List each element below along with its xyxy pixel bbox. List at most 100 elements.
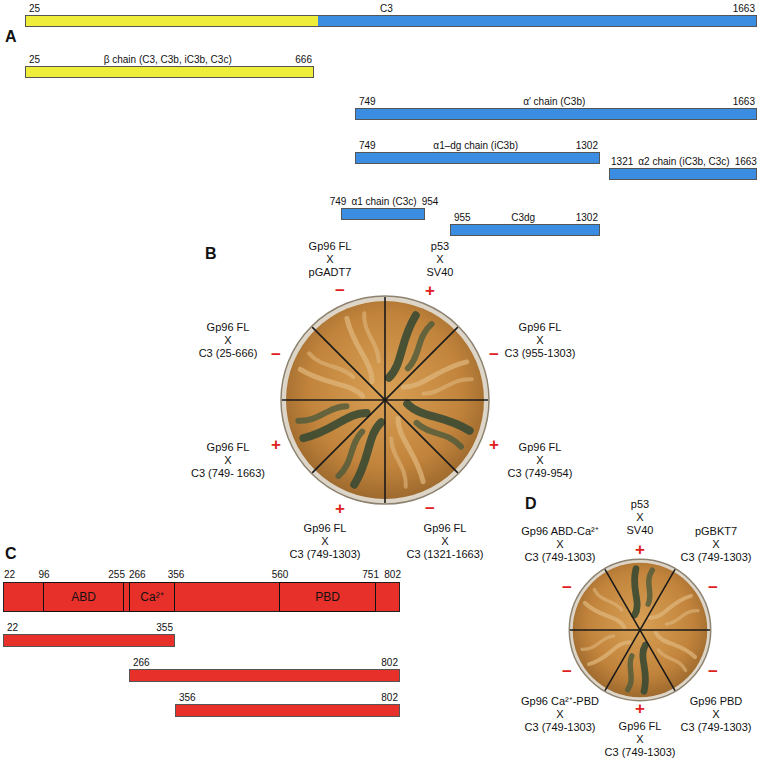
residue-number: 954 [422,195,439,208]
label-row: 356 802 [179,691,398,704]
residue-number: 802 [381,691,398,704]
no-growth-streak [584,589,633,628]
no-growth-streak [346,311,390,381]
domain-name: PBD [315,590,340,604]
strain-pair-label: Gp96 FL [424,522,467,535]
label-row: 266 802 [133,656,398,669]
no-growth-streak [647,633,696,672]
petri-dish [569,559,710,700]
strain-pair-label: Gp96 FL [309,240,352,253]
chain-bar: 1321α2 chain (iC3b, C3c)1663 [609,168,757,180]
strain-pair-label: Gp96 FL [207,441,250,454]
residue-number: 1302 [576,139,598,152]
panel-letter: A [5,28,17,46]
residue-number: 266 [133,656,150,669]
growth-sign: − [562,579,572,597]
protein-bar: 2296255266356560751802ABDCa²⁺PBD [3,582,400,612]
domain-name: Ca²⁺ [140,590,163,604]
fragment-bar: 22355 [3,634,175,647]
strain-pair-label: X [326,253,333,266]
chain-bar: 25β chain (C3, C3b, iC3b, C3c)666 [25,66,314,78]
domain-name: ABD [71,590,96,604]
residue-number: 955 [454,211,471,224]
residue-number: 356 [179,691,196,704]
chain-name: C3dg [511,211,535,224]
yeast-growth [634,569,652,615]
label-row: 22355 [7,621,173,634]
strain-pair-label: SV40 [427,266,454,279]
chain-bar: 955C3dg1302 [450,224,600,236]
growth-sign: − [489,346,499,364]
panel-letter: D [525,495,537,513]
growth-sign: − [425,500,435,518]
chain-name: β chain (C3, C3b, iC3b, C3c) [104,53,232,66]
chain-name: α′ chain (C3b) [523,95,585,108]
residue-number: 255 [108,568,125,581]
residue-number: 751 [362,568,379,581]
strain-pair-label: X [224,334,231,347]
growth-sign: + [635,541,645,559]
growth-sign: + [335,500,345,518]
chain-name: C3 [380,2,393,15]
residue-number: 749 [359,139,376,152]
growth-sign: − [335,282,345,300]
label-row: 25 β chain (C3, C3b, iC3b, C3c) 666 [29,53,312,66]
strain-pair-label: X [556,708,563,721]
strain-pair-label: pGADT7 [309,266,352,279]
residue-number: 802 [381,656,398,669]
strain-pair-label: C3 (749-1303) [681,551,752,564]
strain-pair-label: C3 (1321-1663) [406,548,483,561]
strain-pair-label: Gp96 FL [304,522,347,535]
domain-box: PBD [279,582,376,612]
strain-pair-label: X [636,511,643,524]
residue-number: 1663 [733,95,755,108]
petri-dish [281,296,489,504]
residue-number: 1663 [735,155,757,168]
strain-pair-label: p53 [431,240,449,253]
strain-pair-label: C3 (749-1303) [681,721,752,734]
chain-bar: 749α1–dg chain (iC3b)1302 [355,152,600,164]
strain-pair-label: C3 (749-1303) [605,746,676,759]
strain-pair-label: X [712,708,719,721]
residue-number: 22 [7,621,18,634]
strain-pair-label: C3 (749-1303) [525,721,596,734]
label-row: 749 α′ chain (C3b) 1663 [359,95,755,108]
chain-name: α2 chain (iC3b, C3c) [638,155,729,168]
residue-number: 1302 [576,211,598,224]
strain-pair-label: C3 (25-666) [199,347,258,360]
residue-number: 560 [272,568,289,581]
residue-number: 25 [29,53,40,66]
strain-pair-label: Gp96 Ca²⁺-PBD [521,695,599,708]
label-row: 749α1 chain (C3c)954 [330,195,439,208]
residue-number: 356 [168,568,185,581]
no-growth-streak [403,361,473,405]
residue-number: 266 [129,568,146,581]
growth-sign: + [271,436,281,454]
strain-pair-label: C3 (749-1303) [525,551,596,564]
strain-pair-label: C3 (749-954) [508,467,573,480]
label-row: 25C31663 [29,2,755,15]
residue-number: 749 [359,95,376,108]
strain-pair-label: X [536,334,543,347]
strain-pair-label: X [536,454,543,467]
strain-pair-label: X [441,535,448,548]
yeast-growth [628,645,646,691]
fragment-bar: 266802 [129,669,400,682]
strain-pair-label: Gp96 FL [519,321,562,334]
strain-pair-label: Gp96 FL [619,720,662,733]
label-row: 955 C3dg 1302 [454,211,598,224]
strain-pair-label: C3 (749-1303) [290,548,361,561]
residue-number: 802 [384,568,401,581]
strain-pair-label: X [436,253,443,266]
strain-pair-label: X [712,538,719,551]
strain-pair-label: X [321,535,328,548]
residue-number: 666 [295,53,312,66]
sector-line [605,569,675,690]
residue-number: 22 [4,568,15,581]
growth-sign: − [708,663,718,681]
dish-rim [281,296,489,504]
fragment-bar: 356802 [175,704,400,717]
yeast-growth [296,395,366,439]
residue-number: 1663 [733,2,755,15]
